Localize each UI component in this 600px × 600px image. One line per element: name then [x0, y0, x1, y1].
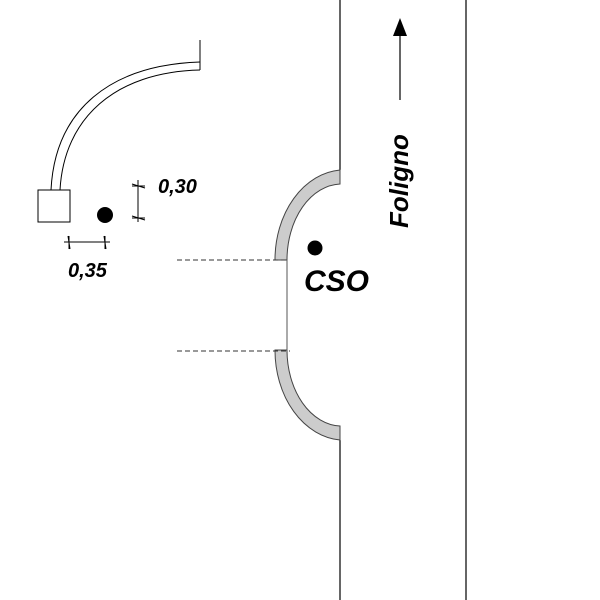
stop-marker-dot	[307, 240, 323, 256]
direction-label: Foligno	[384, 134, 414, 228]
direction-arrow-icon	[393, 18, 407, 100]
dimension-vertical	[131, 180, 146, 222]
bay-curb-lower	[274, 349, 341, 441]
dimension-horizontal-label: 0,35	[68, 260, 108, 282]
pole-marker-dot	[97, 207, 113, 223]
dimension-horizontal	[64, 235, 110, 250]
bay-curb-upper	[274, 169, 341, 261]
stop-label: CSO	[304, 265, 369, 298]
lamp-post-icon	[37, 40, 201, 223]
dimension-vertical-label: 0,30	[158, 176, 197, 198]
